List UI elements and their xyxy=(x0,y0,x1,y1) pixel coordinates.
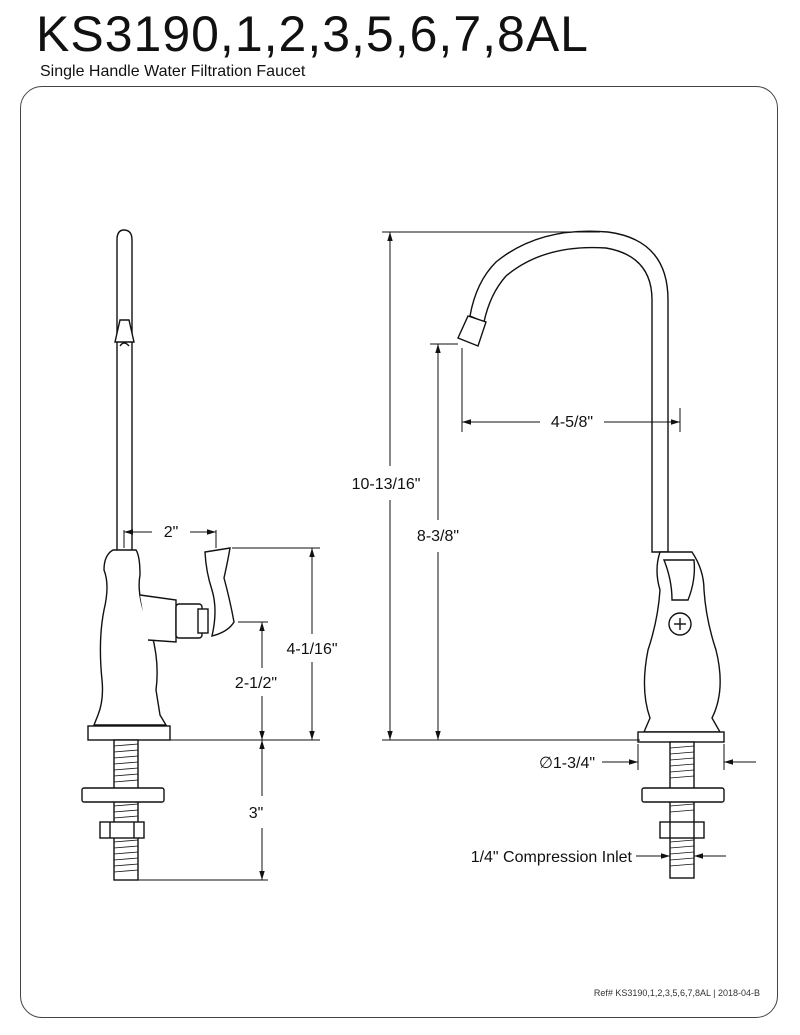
side-handle xyxy=(204,547,235,637)
dim-spout-reach: 4-5/8" xyxy=(551,414,593,431)
dim-spout-height: 8-3/8" xyxy=(417,528,459,545)
page-title: KS3190,1,2,3,5,6,7,8AL xyxy=(36,6,589,62)
reference-footer: Ref# KS3190,1,2,3,5,6,7,8AL | 2018-04-B xyxy=(594,988,760,998)
side-body xyxy=(92,549,168,726)
dim-shank-length: 3" xyxy=(249,805,264,822)
dim-handle-height: 2-1/2" xyxy=(235,675,277,692)
side-view-faucet xyxy=(81,229,235,881)
dim-body-height: 4-1/16" xyxy=(286,641,337,658)
dim-spout-offset: 2" xyxy=(164,524,179,541)
side-spout-tube xyxy=(116,229,133,553)
drawing-frame xyxy=(20,86,778,1018)
side-aerator xyxy=(114,319,135,343)
dim-base-diameter: ∅1-3/4" xyxy=(539,755,595,772)
front-gooseneck xyxy=(469,230,669,553)
front-view-dimensions xyxy=(382,231,756,859)
dim-compression-inlet: 1/4" Compression Inlet xyxy=(471,849,633,866)
front-base-plate xyxy=(637,731,725,743)
front-handle xyxy=(662,559,696,601)
dim-overall-height: 10-13/16" xyxy=(352,476,421,493)
front-nozzle xyxy=(457,315,487,347)
side-base-plate xyxy=(87,725,171,741)
side-view-dimensions xyxy=(123,529,320,881)
front-view-faucet xyxy=(457,230,725,879)
page-subtitle: Single Handle Water Filtration Faucet xyxy=(40,63,306,80)
